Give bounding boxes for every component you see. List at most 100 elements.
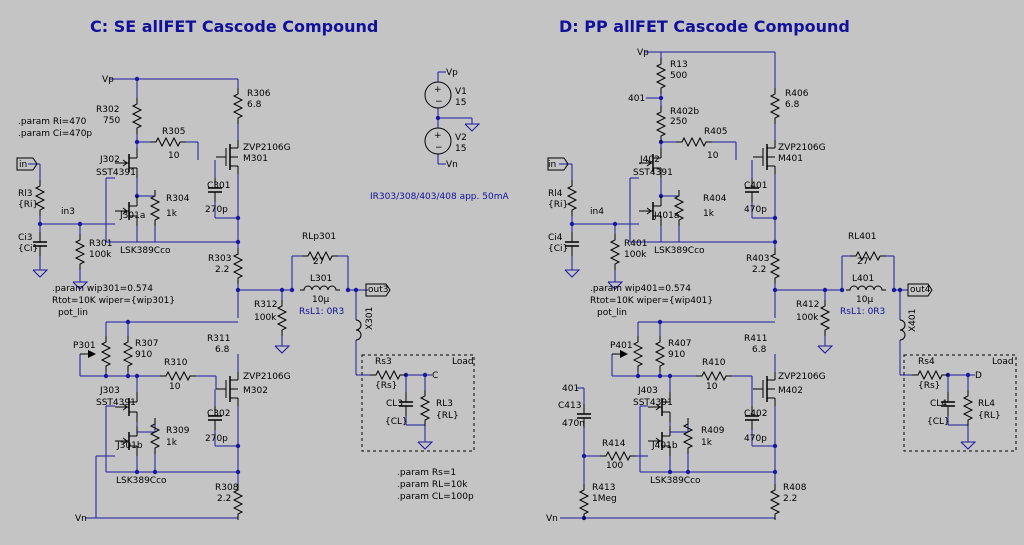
svg-text:+: +: [434, 131, 442, 141]
left-r307-value: 910: [135, 350, 152, 360]
left-wip-potlin: pot_lin: [58, 308, 88, 318]
right-j401b-name: J401b: [651, 441, 678, 451]
labels-left: Vp .param Ri=470 .param Ci=470p in Rl3 {…: [18, 75, 474, 524]
supply-v1-value: 15: [455, 98, 466, 108]
right-j401a-value: LSK389Cco: [654, 246, 705, 256]
left-r308-name: R308: [215, 483, 239, 493]
right-r401-name: R401: [624, 239, 647, 249]
svg-text:−: −: [435, 97, 443, 107]
svg-text:−: −: [435, 143, 443, 153]
right-vn-label: Vn: [546, 514, 558, 524]
left-r312-name: R312: [254, 300, 277, 310]
left-p301-name: P301: [73, 341, 96, 351]
supply-vn: Vn: [446, 160, 458, 170]
right-rsl1: RsL1: 0R3: [840, 307, 885, 317]
right-p401-name: P401: [610, 341, 633, 351]
right-ci4-value: {Ci}: [548, 244, 568, 254]
right-load-cl-value: {CL}: [927, 417, 950, 427]
left-j302-value: SST4391: [96, 168, 136, 178]
right-in-port: in: [548, 160, 556, 170]
right-x401: X401: [908, 309, 918, 332]
left-r301-name: R301: [89, 239, 112, 249]
left-r305-name: R305: [162, 127, 185, 137]
right-c413-value: 470n: [562, 419, 585, 429]
right-net-in4: in4: [590, 207, 604, 217]
right-r408-value: 2.2: [783, 494, 797, 504]
left-ci3-value: {Ci}: [18, 244, 38, 254]
supply-v1-name: V1: [455, 87, 467, 97]
left-load-rs-value: {Rs}: [375, 381, 397, 391]
right-r409-name: R409: [701, 426, 725, 436]
right-r412-name: R412: [796, 300, 819, 310]
right-r414-value: 100: [606, 461, 623, 471]
left-j303-value: SST4391: [96, 398, 136, 408]
right-r411-name: R411: [744, 334, 767, 344]
right-c413-net: 401: [562, 384, 579, 394]
right-c413-name: C413: [558, 401, 581, 411]
right-j402-name: J402: [639, 155, 660, 165]
left-load-rl-value: {RL}: [436, 411, 459, 421]
right-m402-value: ZVP2106G: [778, 372, 826, 382]
param-cl: .param CL=100p: [397, 492, 474, 502]
left-r301-value: 100k: [89, 250, 112, 260]
right-r410-name: R410: [702, 358, 726, 368]
right-rl401-name: RL401: [848, 232, 876, 242]
right-r404-value: 1k: [703, 209, 715, 219]
supply-sources: + − + −: [425, 72, 480, 164]
left-m302-value: ZVP2106G: [243, 372, 291, 382]
labels-right: Vp R13 500 401 R402b 250 R405 10 J402 SS…: [546, 48, 1014, 524]
left-r302-value: 750: [103, 116, 120, 126]
right-l401-value: 10µ: [856, 295, 873, 305]
labels-supply: Vp V1 15 V2 15 Vn IR303/308/403/408 app.…: [370, 68, 509, 502]
left-r304-name: R304: [166, 194, 190, 204]
right-r405-value: 10: [707, 151, 719, 161]
right-r403-name: R403: [746, 254, 769, 264]
supply-vp: Vp: [446, 68, 458, 78]
left-load-rs: Rs3: [375, 357, 392, 367]
title-right: D: PP allFET Cascode Compound: [559, 17, 850, 36]
left-r303-name: R303: [208, 254, 231, 264]
right-r402b-value: 250: [670, 117, 687, 127]
left-j301a-name: J301a: [119, 211, 145, 221]
right-c401-name: C401: [744, 181, 767, 191]
left-wip-param: .param wip301=0.574: [52, 284, 153, 294]
left-r304-value: 1k: [166, 209, 178, 219]
right-c402-value: 470p: [744, 434, 767, 444]
right-j403-value: SST4391: [633, 398, 673, 408]
left-m301-name: M301: [243, 154, 268, 164]
right-j403-name: J403: [637, 386, 658, 396]
left-c302-value: 270p: [205, 434, 228, 444]
left-param-ri: .param Ri=470: [18, 117, 87, 127]
right-r413-value: 1Meg: [592, 494, 617, 504]
left-j303-name: J303: [99, 386, 120, 396]
right-wip-potlin: pot_lin: [597, 308, 627, 318]
left-c301-name: C301: [207, 181, 230, 191]
left-rl3-name: Rl3: [18, 189, 32, 199]
left-r307-name: R307: [135, 339, 158, 349]
left-load-node: C: [432, 371, 438, 381]
right-r402b-name: R402b: [670, 107, 699, 117]
left-r311-value: 6.8: [215, 345, 230, 355]
right-l401-name: L401: [852, 274, 874, 284]
left-vn-label: Vn: [75, 514, 87, 524]
left-load-cl: CL3: [386, 399, 403, 409]
left-j301b-name: J301b: [116, 441, 143, 451]
left-r309-name: R309: [166, 426, 190, 436]
left-param-ci: .param Ci=470p: [18, 129, 92, 139]
left-rlp301-value: 27: [313, 257, 324, 267]
right-load-rs-value: {Rs}: [918, 381, 940, 391]
left-rlp301-name: RLp301: [302, 232, 336, 242]
param-rl: .param RL=10k: [397, 480, 468, 490]
left-rl3-value: {Ri}: [18, 200, 38, 210]
right-m401-value: ZVP2106G: [778, 143, 826, 153]
supply-v2-value: 15: [455, 144, 466, 154]
left-r303-value: 2.2: [215, 265, 229, 275]
right-r409-value: 1k: [701, 438, 713, 448]
right-r407-value: 910: [668, 350, 685, 360]
left-net-in3: in3: [61, 207, 75, 217]
right-net401: 401: [628, 94, 645, 104]
circuit-right: [548, 52, 1016, 521]
right-r406-name: R406: [785, 89, 809, 99]
right-rl4-name: Rl4: [548, 189, 563, 199]
